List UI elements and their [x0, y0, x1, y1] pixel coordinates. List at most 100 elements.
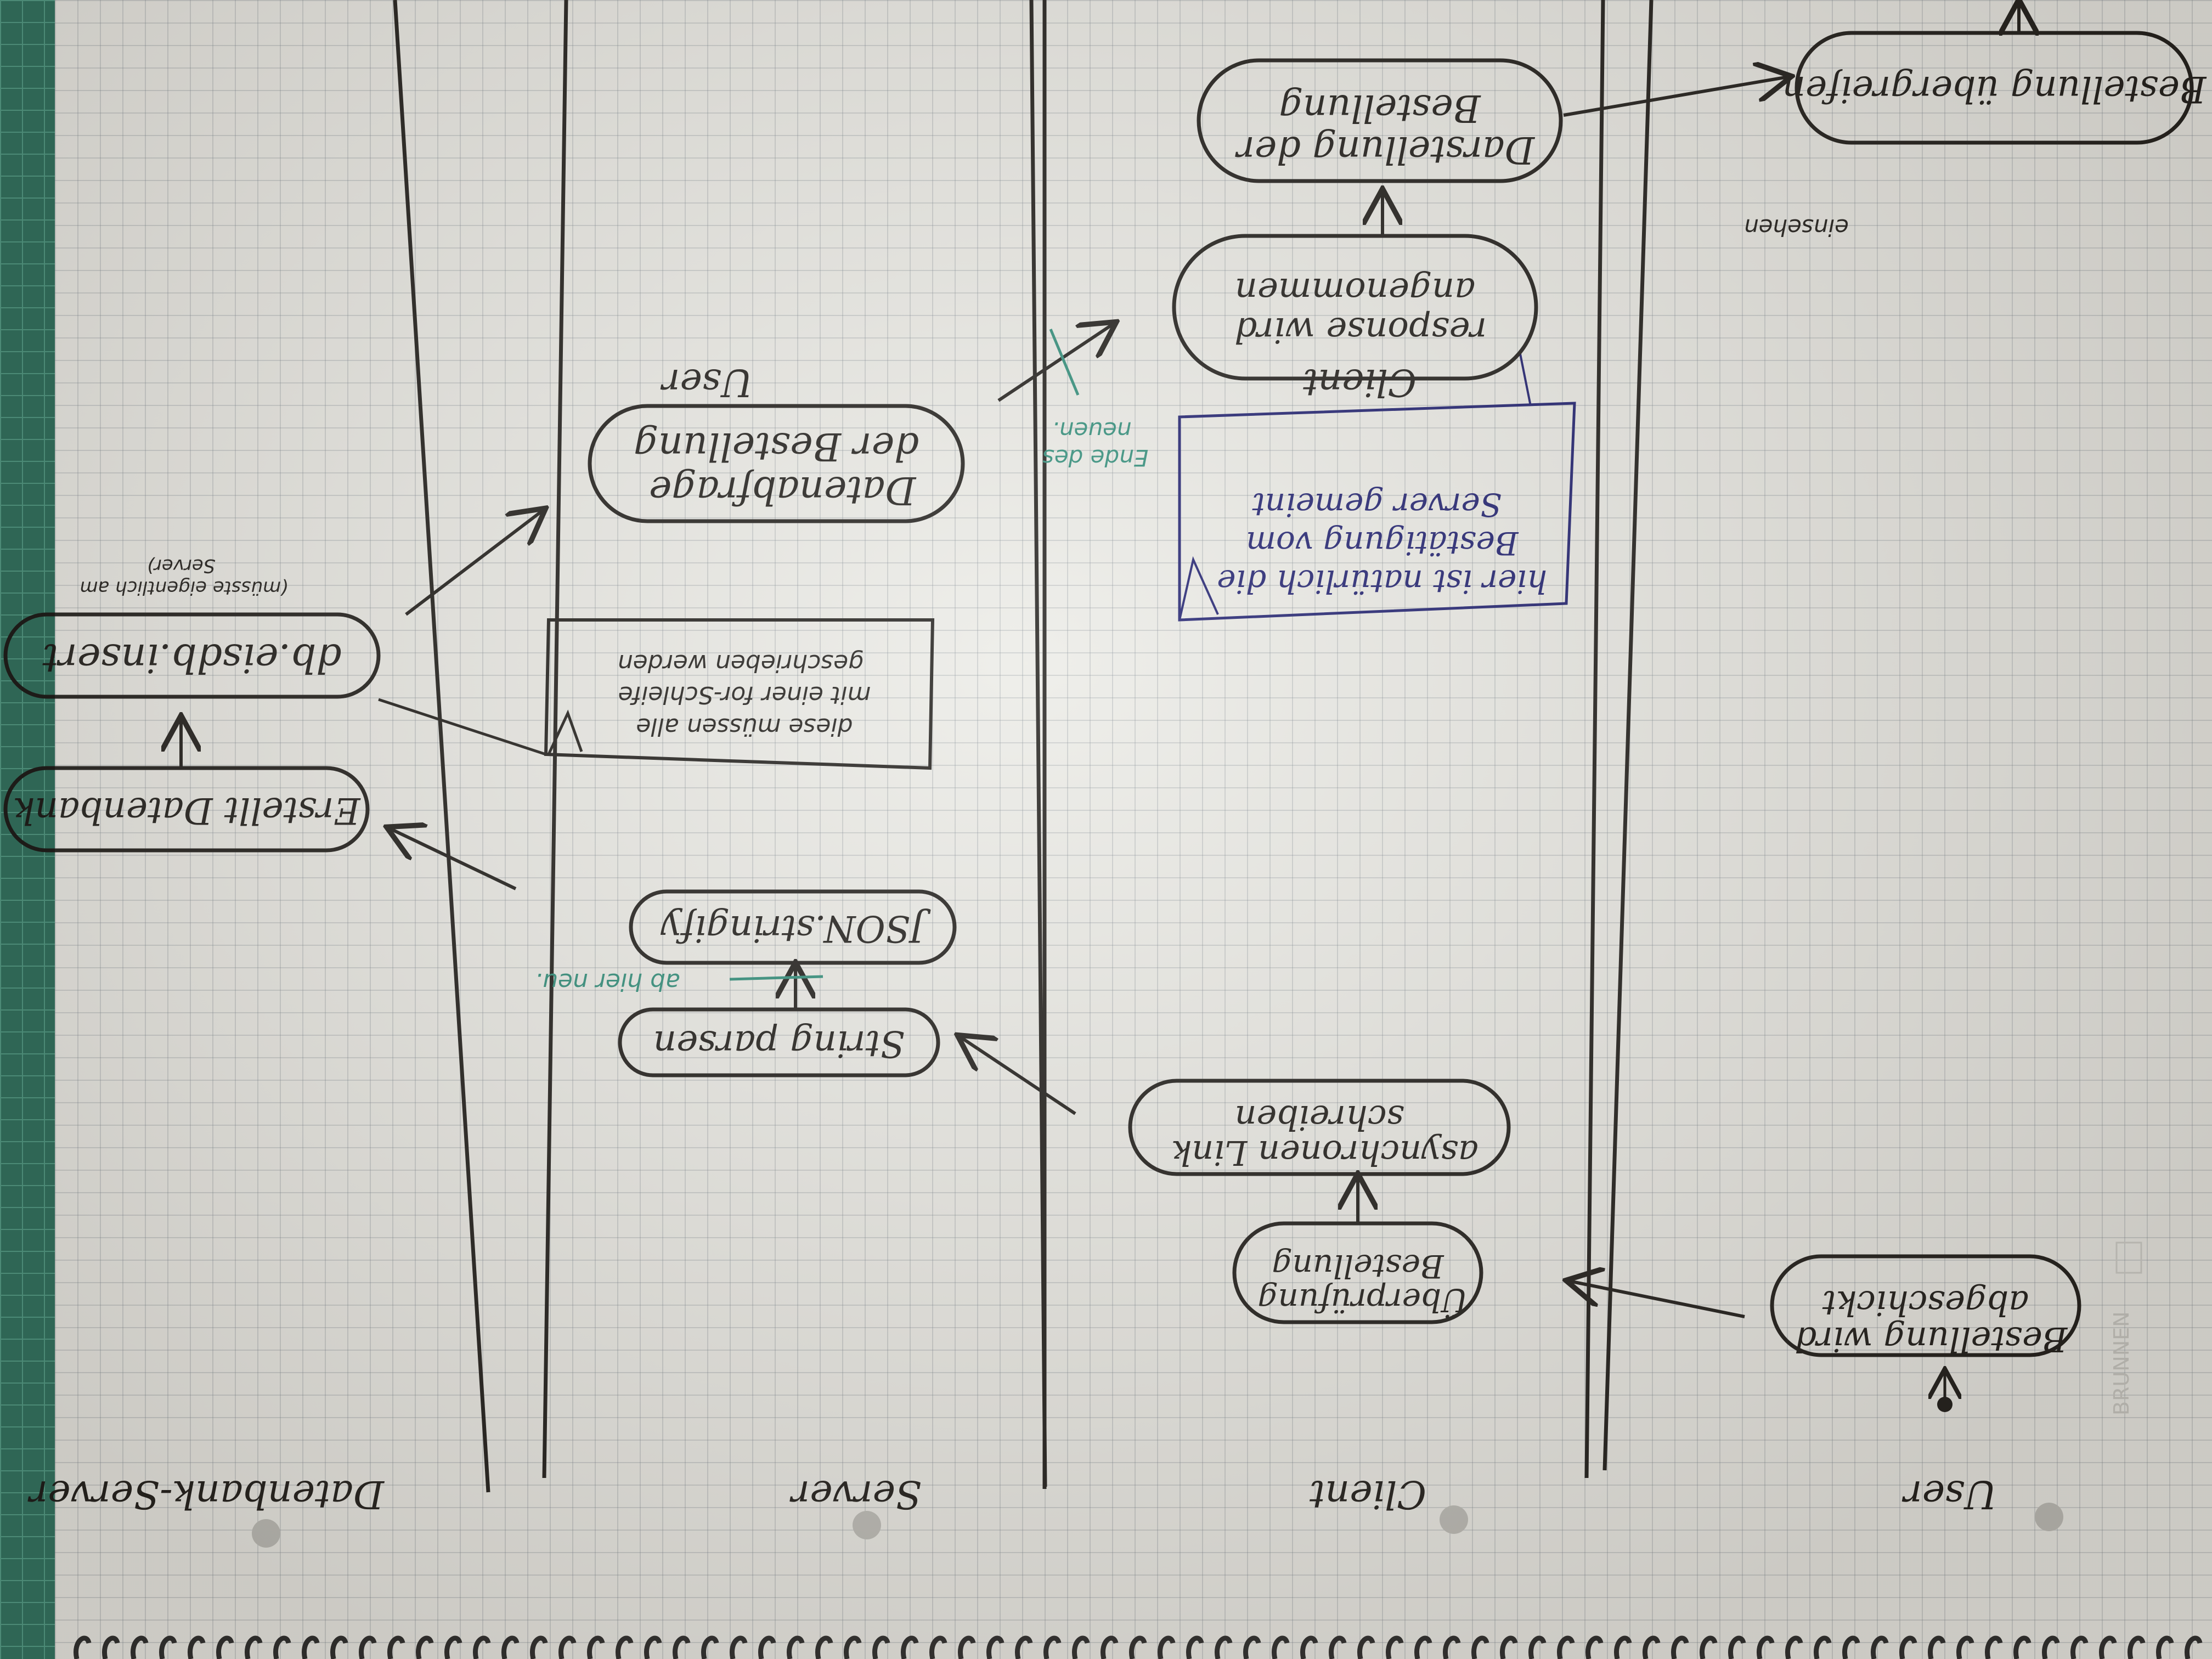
spiral-coil [815, 1635, 833, 1659]
node-text: Bestellung [1279, 86, 1481, 129]
spiral-coil [901, 1635, 919, 1659]
note-bestaetigung: hier ist natürlich die Bestätigung vom S… [1178, 351, 1576, 622]
node-text: Überprüfung [1257, 1282, 1468, 1319]
spiral-coil [2099, 1635, 2117, 1659]
spiral-coil [701, 1635, 719, 1659]
spiral-coil [958, 1635, 976, 1659]
node-string-parsen: String parsen [618, 1007, 940, 1077]
node-text: Bestellung [1272, 1248, 1444, 1285]
edge-server-to-db [390, 828, 517, 890]
spiral-coil [758, 1635, 776, 1659]
lane-label-server: Server [789, 1472, 922, 1517]
brand-box [2115, 1242, 2142, 1274]
spiral-coil [1871, 1635, 1889, 1659]
spiral-coil [1471, 1635, 1489, 1659]
note-line: (müsste eigentlich am [80, 577, 288, 599]
node-ueberpruefung-bestellung: Überprüfung Bestellung [1232, 1221, 1483, 1324]
spiral-coil [74, 1635, 92, 1659]
spiral-coil [787, 1635, 805, 1659]
spiral-coil [2042, 1635, 2060, 1659]
node-db-insert: db.eisdb.insert [3, 612, 381, 699]
svg-text:response wird angeno: response wird angenommen [1223, 270, 1487, 350]
node-text: response wird [1234, 309, 1487, 350]
node-text: String parsen [653, 1023, 905, 1065]
node-text: Darstellung der [1235, 128, 1536, 171]
spiral-coil [1015, 1635, 1033, 1659]
diagram-content: Datenbank-Server Server Client User Best… [3, 0, 2207, 1659]
punch-hole [2035, 1503, 2063, 1531]
node-json-stringify: JSON.stringify [629, 889, 957, 965]
note-line: Server) [147, 555, 216, 577]
lane-line-2 [1029, 0, 1047, 1487]
spiral-coil [872, 1635, 890, 1659]
spiral-coil [1215, 1635, 1233, 1659]
note-line: Ende des [1042, 444, 1148, 471]
spiral-coil [1129, 1635, 1147, 1659]
svg-text:asynchronen Link sch: asynchronen Link schreiben [1160, 1098, 1479, 1173]
spiral-coil [1614, 1635, 1632, 1659]
svg-text:Darstellung der Best: Darstellung der Bestellung [1225, 86, 1536, 171]
lane-label-client: Client [1309, 1472, 1426, 1517]
node-text: JSON.stringify [661, 907, 932, 950]
svg-text:Bestellung wird abge: Bestellung wird abgeschickt [1784, 1283, 2068, 1359]
spiral-coil [1186, 1635, 1204, 1659]
note-ab-hier-neu: ab hier neu. [535, 968, 680, 996]
spiral-coil [2128, 1635, 2146, 1659]
spiral-coil [1272, 1635, 1290, 1659]
lane-divider-1 [1584, 0, 1605, 1479]
spiral-coil [616, 1635, 634, 1659]
spiral-coil [1072, 1635, 1090, 1659]
spiral-coil [1899, 1635, 1917, 1659]
spiral-coil [1557, 1635, 1575, 1659]
spiral-coil [1842, 1635, 1860, 1659]
spiral-coil [359, 1635, 377, 1659]
node-bestellung-abgeschickt: Bestellung wird abgeschickt [1770, 1254, 2081, 1359]
spiral-coil [673, 1635, 691, 1659]
note-line: neuen. [1052, 417, 1132, 444]
edge-db-to-server [405, 510, 543, 616]
spiral-coil [1357, 1635, 1375, 1659]
spiral-coil [2185, 1635, 2203, 1659]
spiral-coil [1528, 1635, 1547, 1659]
spiral-coil [1300, 1635, 1318, 1659]
edge-server-to-client [997, 324, 1114, 402]
svg-text:diese müssen alle mi: diese müssen alle mit einer for-Schleife… [611, 649, 871, 741]
spiral-coil [1956, 1635, 1974, 1659]
node-text: abgeschickt [1822, 1283, 2029, 1323]
spiral-coil [501, 1635, 520, 1659]
lane-lines [393, 0, 1654, 1493]
node-text: der Bestellung [634, 424, 919, 469]
spiral-coil [558, 1635, 577, 1659]
spiral-coil [273, 1635, 291, 1659]
spiral-coil [1814, 1635, 1832, 1659]
spiral-coil [216, 1635, 234, 1659]
lane-label-datenbank-server: Datenbank-Server [27, 1472, 385, 1517]
lane-line-3 [1602, 0, 1654, 1471]
spiral-coil [1414, 1635, 1432, 1659]
svg-text:hier ist natürlich die: hier ist natürlich die Bestätigung vom S… [1207, 486, 1548, 600]
punch-hole [1440, 1505, 1468, 1534]
node-text: db.eisdb.insert [42, 635, 341, 681]
spiral-coil [1500, 1635, 1518, 1659]
node-text: asynchronen Link [1171, 1133, 1479, 1173]
node-bestellung-uebergreifen: Bestellung übergreifen [1782, 31, 2207, 145]
punch-holes [252, 1503, 2063, 1548]
spiral-coil [730, 1635, 748, 1659]
spiral-coil [1785, 1635, 1803, 1659]
spiral-coil [387, 1635, 405, 1659]
spiral-coil [1700, 1635, 1718, 1659]
node-datenabfrage: Datenabfrage der Bestellung [588, 404, 965, 523]
ab-hier-neu-mark [729, 975, 823, 981]
node-text: angenommen [1235, 270, 1475, 311]
node-darstellung: Darstellung der Bestellung [1197, 58, 1563, 183]
punch-hole [252, 1519, 280, 1548]
spiral-coil [1158, 1635, 1176, 1659]
note-line: Bestätigung vom [1246, 524, 1519, 562]
note-schleife: diese müssen alle mit einer for-Schleife… [378, 618, 935, 770]
spiral-coil [2070, 1635, 2089, 1659]
node-text: Bestellung wird [1795, 1319, 2068, 1359]
brand-logo: BRUNNEN [2109, 1311, 2134, 1415]
node-response-angenommen: response wird angenommen [1172, 234, 1538, 381]
spiral-coil [929, 1635, 947, 1659]
note-ende-neu: Ende des neuen. [1035, 417, 1149, 471]
